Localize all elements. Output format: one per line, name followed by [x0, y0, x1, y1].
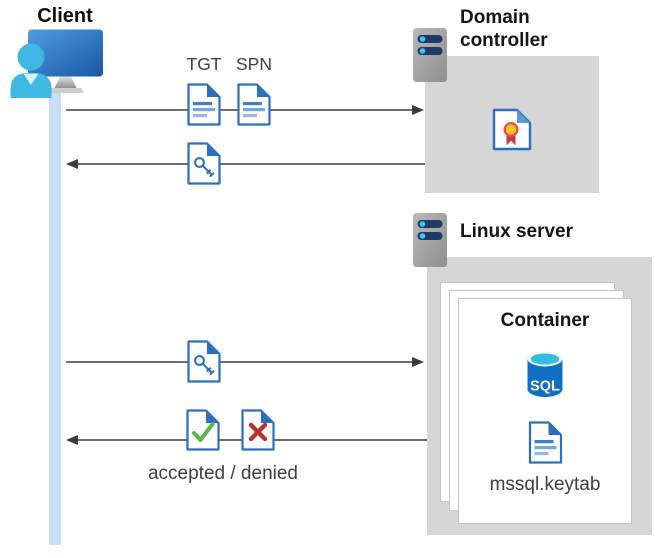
container-title: Container: [500, 310, 590, 331]
key-document-icon-response: [187, 142, 221, 185]
key-document-icon-request: [187, 340, 221, 383]
linux-server-title: Linux server: [460, 221, 573, 242]
sql-database-icon: SQL: [527, 351, 563, 397]
tgt-document-icon: [187, 83, 221, 126]
keytab-document-icon: [528, 421, 562, 464]
arrow-right-key-to-server: [66, 357, 424, 367]
domain-controller-server-icon: [413, 28, 447, 82]
spn-document-icon: [237, 83, 271, 126]
keytab-file-label: mssql.keytab: [489, 474, 601, 495]
arrow-left-ticket-response: [66, 159, 425, 169]
sql-icon-label: SQL: [530, 379, 560, 395]
spn-label: SPN: [236, 54, 272, 74]
certificate-icon: [492, 108, 532, 151]
client-lifeline: [49, 88, 61, 545]
client-title: Client: [37, 5, 93, 27]
container-card: Container SQL mssql.keytab: [458, 298, 632, 524]
domain-controller-title: Domain controller: [460, 7, 548, 51]
tgt-label: TGT: [186, 54, 222, 74]
denied-document-icon: [241, 409, 275, 451]
accepted-document-icon: [186, 409, 220, 451]
linux-server-icon: [413, 213, 447, 267]
client-workstation-icon: [10, 29, 103, 98]
accepted-denied-label: accepted / denied: [147, 463, 298, 484]
